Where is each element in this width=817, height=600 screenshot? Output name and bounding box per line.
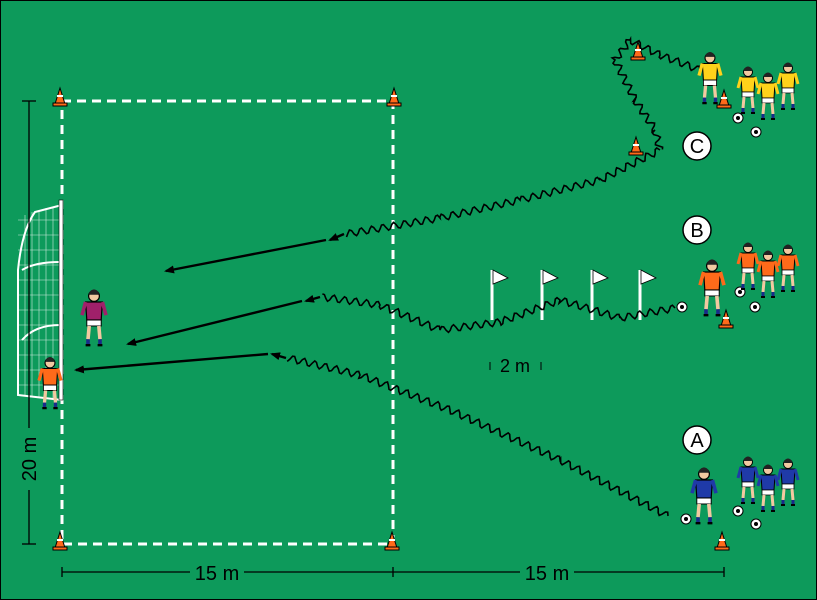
players [37,51,800,525]
arrow-b [126,299,303,346]
ball-icon [750,126,762,138]
group-c-text: C [690,136,704,158]
pole-gap-label: 2 m [500,356,530,376]
player-icon [697,51,723,105]
player-icon [736,456,760,504]
player-icon [776,458,800,506]
group-label-c: C [682,131,712,161]
group-a-text: A [690,430,704,452]
player-icon [736,242,760,290]
player-icon [756,72,780,120]
ball-icon [749,301,761,313]
arrow-a [74,352,269,374]
ball-icon [750,518,762,530]
player-icon [698,259,726,317]
player-icon [736,66,760,114]
group-label-a: A [682,425,712,455]
dribble-path-c [345,146,661,238]
ball-icon [732,505,744,517]
pass-arrows [74,232,345,374]
right-width-label: 15 m [525,563,569,585]
ball-icon [676,301,688,313]
arrow-c [164,238,327,274]
dribble-path-a [286,355,669,517]
player-icon [776,244,800,292]
goalkeeper-icon [37,356,63,410]
goalkeeper-icon [80,289,108,347]
dribble-paths [286,35,701,517]
left-width-label: 15 m [195,563,239,585]
ball-icon [680,513,692,525]
ball-icon [732,112,744,124]
player-icon [690,467,718,525]
dribble-path-c-loop [610,35,701,150]
group-b-text: B [690,220,703,242]
group-label-b: B [682,215,712,245]
player-icon [756,250,780,298]
player-icon [776,62,800,110]
player-icon [756,464,780,512]
dribble-path-b [322,293,676,334]
height-label: 20 m [19,437,41,481]
